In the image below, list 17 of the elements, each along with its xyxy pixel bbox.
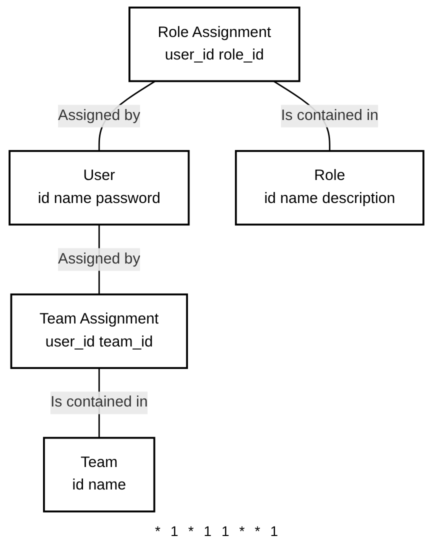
edge-label: Assigned by (58, 251, 140, 268)
node-box: Team Assignment user_id team_id (10, 293, 188, 369)
multiplicity-label: 1 (222, 523, 230, 539)
edge-label: Is contained in (280, 108, 378, 124)
node-box: Team id name (43, 436, 156, 512)
multiplicity-label: 1 (204, 523, 212, 539)
node-box: User id name password (8, 150, 190, 226)
edge-label: Is contained in (50, 394, 148, 410)
multiplicity-label: * (239, 523, 245, 539)
node-box: Role id name description (234, 150, 424, 226)
edge-label: Assigned by (58, 108, 140, 124)
multiplicity-label: * (254, 523, 260, 539)
multiplicity-label: 1 (270, 523, 278, 539)
multiplicity-label: 1 (170, 523, 178, 539)
multiplicity-label: * (188, 523, 194, 539)
node-box: Role Assignment user_id role_id (128, 6, 300, 82)
multiplicity-label: * (155, 523, 160, 539)
